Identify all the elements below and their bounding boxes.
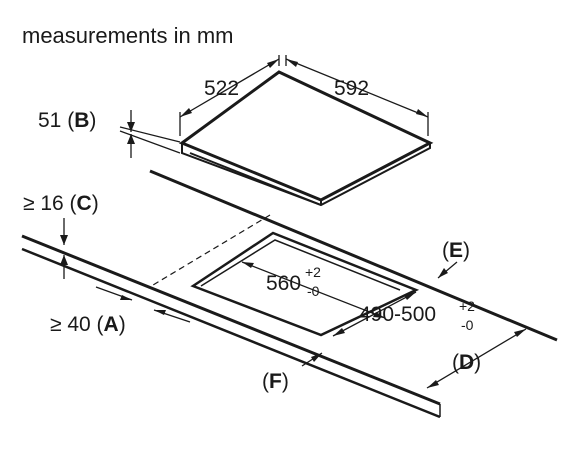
- hob-depth-dimension: [179, 55, 280, 136]
- hob-height-dimension: [119, 110, 181, 158]
- hob-projection-line: [147, 214, 271, 289]
- hob-outline: [178, 70, 434, 207]
- hob-width-label: 592: [334, 77, 369, 100]
- hob-height-label: 51 (B): [38, 109, 96, 132]
- ref-f-label: (F): [262, 370, 289, 393]
- hob-width-dimension: [285, 55, 429, 136]
- worktop-thickness-dimension: [60, 218, 68, 279]
- cutout-width-tol-minus: -0: [307, 283, 320, 299]
- diagram-title: measurements in mm: [22, 23, 234, 48]
- ref-d-label: (D): [452, 351, 481, 374]
- ref-f-pointer: [301, 352, 323, 367]
- cutout-outline: [190, 231, 420, 337]
- front-gap-label: ≥ 40 (A): [50, 313, 126, 336]
- cutout-depth-label: 490-500: [359, 303, 436, 326]
- cutout-depth-dimension: [332, 291, 417, 337]
- front-gap-dimension: [95, 286, 191, 323]
- cutout-depth-tol-plus: +2: [459, 298, 475, 314]
- hob-depth-label: 522: [204, 77, 239, 100]
- cutout-width-tol-plus: +2: [305, 264, 321, 280]
- worktop-back-edge: [149, 169, 558, 342]
- ref-e-label: (E): [442, 239, 470, 262]
- ref-e-pointer: [437, 261, 458, 279]
- cutout-width-dimension: [241, 261, 386, 319]
- ref-d-dimension: [426, 328, 527, 389]
- worktop-thickness-label: ≥ 16 (C): [23, 192, 99, 215]
- worktop-front-edge: [21, 234, 441, 419]
- cutout-width-label: 560: [266, 272, 301, 295]
- cutout-depth-tol-minus: -0: [461, 317, 474, 333]
